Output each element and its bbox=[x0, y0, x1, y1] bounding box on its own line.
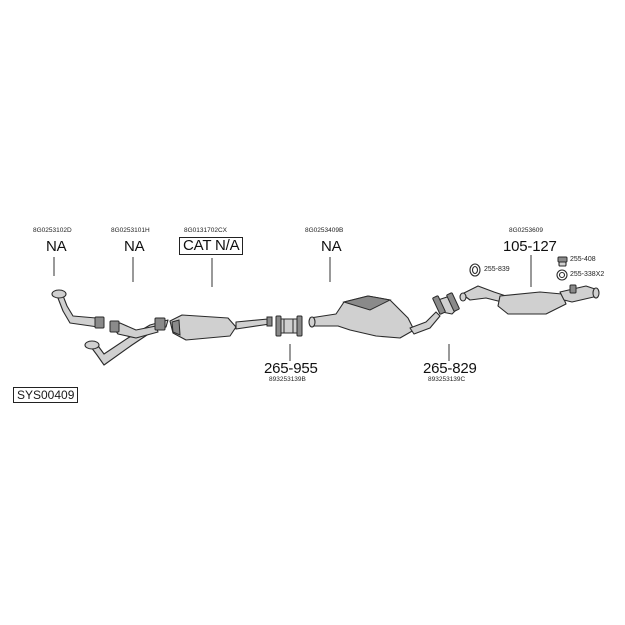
ring-clamp-icon bbox=[469, 263, 481, 277]
rubber-ring-icon bbox=[556, 269, 568, 281]
system-code: SYS00409 bbox=[13, 387, 79, 403]
front-pipe-lower bbox=[84, 317, 169, 366]
clamp-265-955 bbox=[275, 315, 303, 337]
part-label: NA bbox=[321, 238, 342, 255]
part-label: NA bbox=[124, 238, 145, 255]
small-part-label: 255-408 bbox=[570, 256, 596, 263]
rear-silencer bbox=[459, 284, 600, 315]
part-oem-number: 8G0131702CX bbox=[184, 227, 228, 234]
part-label: NA bbox=[46, 238, 67, 255]
part-label-boxed: CAT N/A bbox=[179, 237, 244, 255]
catalytic-converter bbox=[169, 314, 273, 341]
centre-silencer bbox=[308, 295, 441, 339]
rubber-hanger-icon bbox=[557, 256, 568, 267]
clamp-265-829 bbox=[432, 292, 460, 315]
small-part-label: 255-839 bbox=[484, 266, 510, 273]
front-pipe-upper bbox=[51, 289, 105, 329]
part-oem-number: 8G0253101H bbox=[111, 227, 150, 234]
part-label: 265-829 bbox=[423, 360, 477, 377]
small-part-label: 255-338X2 bbox=[570, 271, 605, 278]
part-oem-number: 8G0253102D bbox=[33, 227, 72, 234]
part-oem-number: 8G0253609 bbox=[509, 227, 543, 234]
part-oem-number: 893253139B bbox=[269, 376, 306, 383]
part-label: 105-127 bbox=[503, 238, 557, 255]
part-oem-number: 893253139C bbox=[428, 376, 466, 383]
part-oem-number: 8G0253409B bbox=[305, 227, 344, 234]
part-label: 265-955 bbox=[264, 360, 318, 377]
